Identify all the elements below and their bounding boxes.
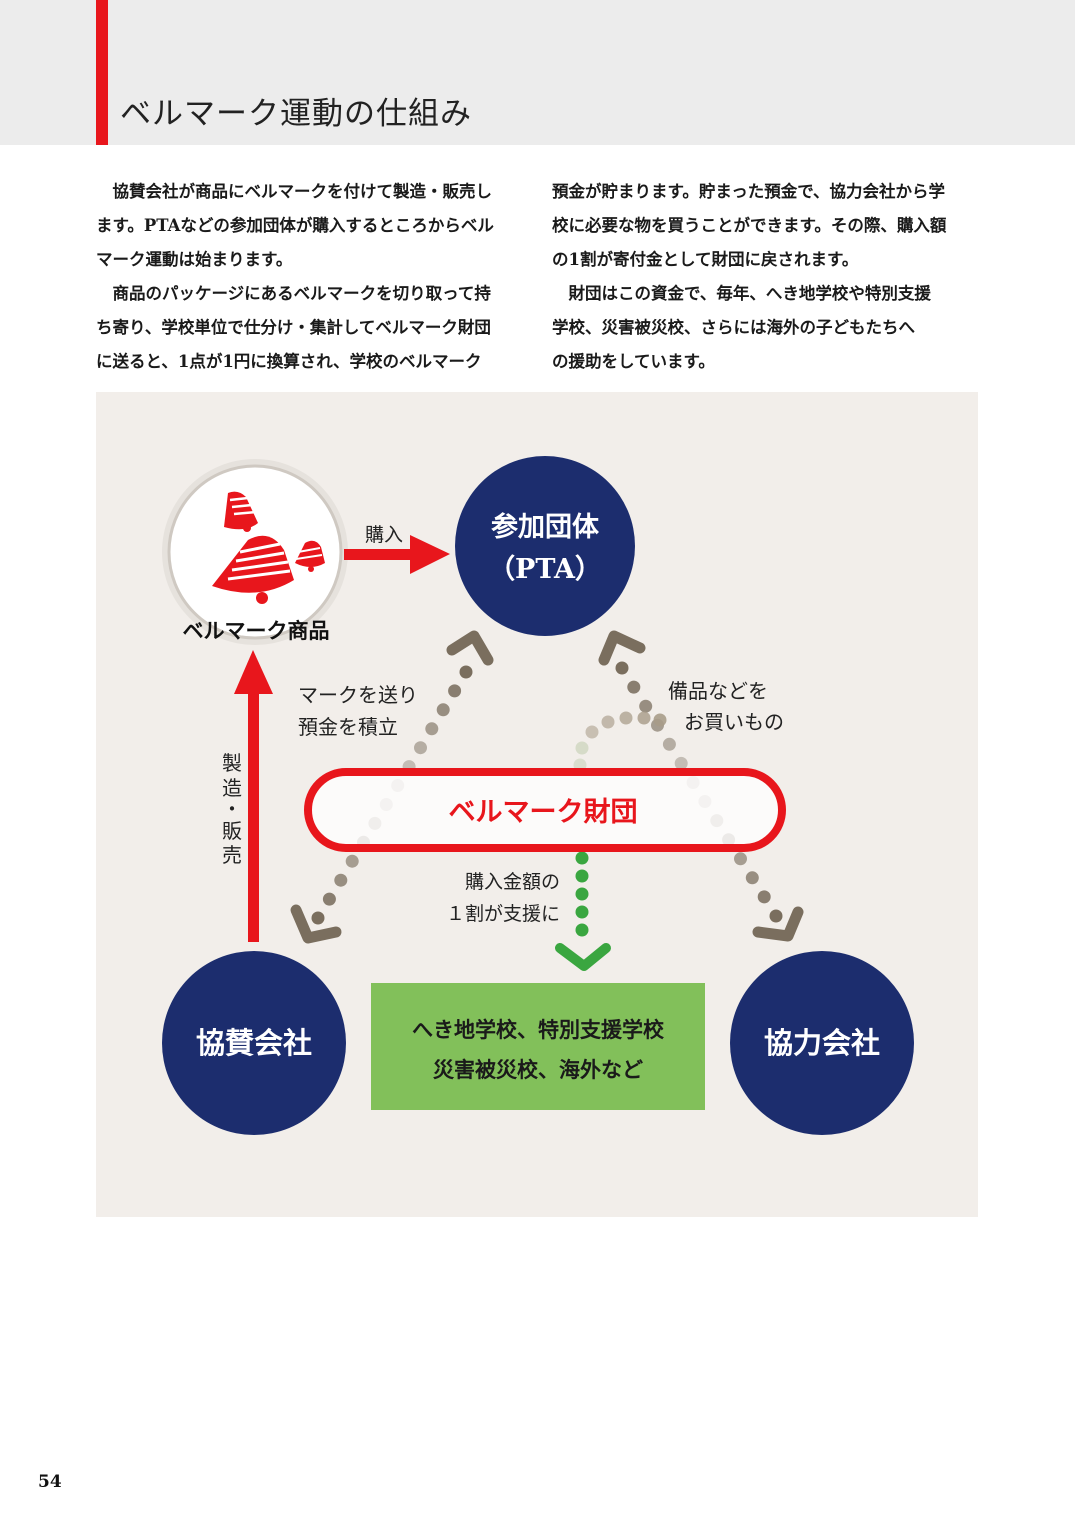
connector-dot <box>769 909 783 923</box>
paragraph-line: 校に必要な物を買うことができます。その際、購入額 <box>552 216 947 235</box>
paragraph-line: 学校、災害被災校、さらには海外の子どもたちへ <box>552 318 915 337</box>
paragraph-line: 商品のパッケージにあるベルマークを切り取って持 <box>112 284 491 303</box>
connector-dot <box>575 851 589 865</box>
vertical-char: 販 <box>222 819 242 843</box>
purchase-label: 購入 <box>365 524 403 546</box>
vertical-char: 売 <box>222 843 242 867</box>
foundation-node <box>304 768 786 852</box>
dotted-path-arc <box>573 711 667 772</box>
vertical-char: 造 <box>222 776 242 800</box>
vertical-char: 製 <box>222 751 242 775</box>
connector-dot <box>674 756 688 770</box>
beneficiary-node <box>371 983 705 1110</box>
chevron-down-left-icon <box>290 904 342 944</box>
page-number: 54 <box>38 1472 62 1492</box>
connector-dot <box>662 737 676 751</box>
chevron-up-left-icon <box>446 630 494 666</box>
support-label-line1: 購入金額の <box>465 871 560 893</box>
bell-icon <box>212 535 294 604</box>
connector-dot <box>734 852 747 866</box>
manufacture-arrow <box>234 650 273 942</box>
pta-label-line2: （PTA） <box>488 554 602 585</box>
connector-dot <box>448 684 462 698</box>
body-text-left: 協賛会社が商品にベルマークを付けて製造・販売し ます。PTAなどの参加団体が購入… <box>96 175 524 379</box>
connector-dot <box>745 871 759 885</box>
chevron-up-right-icon <box>598 630 646 666</box>
header-band <box>0 0 1075 145</box>
connector-dot <box>459 665 473 679</box>
vertical-char: ・ <box>222 797 242 821</box>
beneficiary-label-line2: 災害被災校、海外など <box>433 1058 643 1082</box>
connector-dot <box>322 892 336 906</box>
send-marks-label-line1: マークを送り <box>298 683 418 707</box>
connector-dot <box>575 741 589 755</box>
buy-equipment-label-line1: 備品などを <box>668 679 768 703</box>
connector-dot <box>585 725 599 739</box>
body-text-right: 預金が貯まります。貯まった預金で、協力会社から学 校に必要な物を買うことができま… <box>552 175 980 379</box>
paragraph-line: の援助をしています。 <box>552 352 715 371</box>
connector-dot <box>619 711 633 725</box>
connector-dot <box>653 713 667 727</box>
connector-dot <box>637 711 651 725</box>
connector-dot <box>425 722 439 736</box>
connector-dot <box>757 890 771 904</box>
connector-dot <box>575 887 589 901</box>
connector-dot <box>436 703 450 717</box>
connector-dot <box>414 741 427 755</box>
pta-node <box>455 456 635 636</box>
paragraph-line: に送ると、1点が1円に換算され、学校のベルマーク <box>96 352 482 371</box>
chevron-down-right-icon <box>752 906 804 942</box>
bell-icon <box>295 540 325 572</box>
page-title: ベルマーク運動の仕組み <box>120 96 472 132</box>
sponsor-label: 協賛会社 <box>196 1026 312 1060</box>
buy-equipment-label-line2: お買いもの <box>684 710 784 734</box>
connector-dot <box>615 661 629 675</box>
connector-dot <box>639 699 653 713</box>
connector-dot <box>345 854 359 868</box>
connector-dot <box>311 911 325 925</box>
paragraph-line: 協賛会社が商品にベルマークを付けて製造・販売し <box>112 182 493 201</box>
connector-dot <box>575 923 589 937</box>
connector-dot <box>575 869 589 883</box>
paragraph-line: の1割が寄付金として財団に戻されます。 <box>552 250 859 269</box>
bell-icon <box>224 491 258 532</box>
connector-dot <box>627 680 641 694</box>
header-accent-bar <box>96 0 108 145</box>
paragraph-line: 財団はこの資金で、毎年、へき地学校や特別支援 <box>568 284 931 303</box>
connector-dot <box>575 905 589 919</box>
foundation-label: ベルマーク財団 <box>449 797 638 828</box>
connector-dot <box>601 715 615 729</box>
send-marks-label-line2: 預金を積立 <box>298 715 398 739</box>
paragraph-line: マーク運動は始まります。 <box>96 250 293 269</box>
paragraph-line: ます。PTAなどの参加団体が購入するところからベル <box>96 216 494 235</box>
bellmark-product-node <box>162 459 348 645</box>
support-label-line2: １割が支援に <box>446 903 560 925</box>
paragraph-line: ち寄り、学校単位で仕分け・集計してベルマーク財団 <box>96 318 491 337</box>
connector-dot <box>334 873 348 887</box>
manufacture-sell-label: 製 造 ・ 販 売 <box>222 751 242 867</box>
cooperator-node <box>730 951 914 1135</box>
pta-label-line1: 参加団体 <box>491 511 600 543</box>
paragraph-line: 預金が貯まります。貯まった預金で、協力会社から学 <box>552 182 946 201</box>
cooperator-label: 協力会社 <box>764 1026 880 1060</box>
bellmark-product-label: ベルマーク商品 <box>183 619 330 643</box>
chevron-down-icon <box>555 943 611 971</box>
purchase-arrow <box>344 535 450 574</box>
sponsor-node <box>162 951 346 1135</box>
beneficiary-label-line1: へき地学校、特別支援学校 <box>412 1018 665 1042</box>
dotted-path-support <box>575 851 589 937</box>
